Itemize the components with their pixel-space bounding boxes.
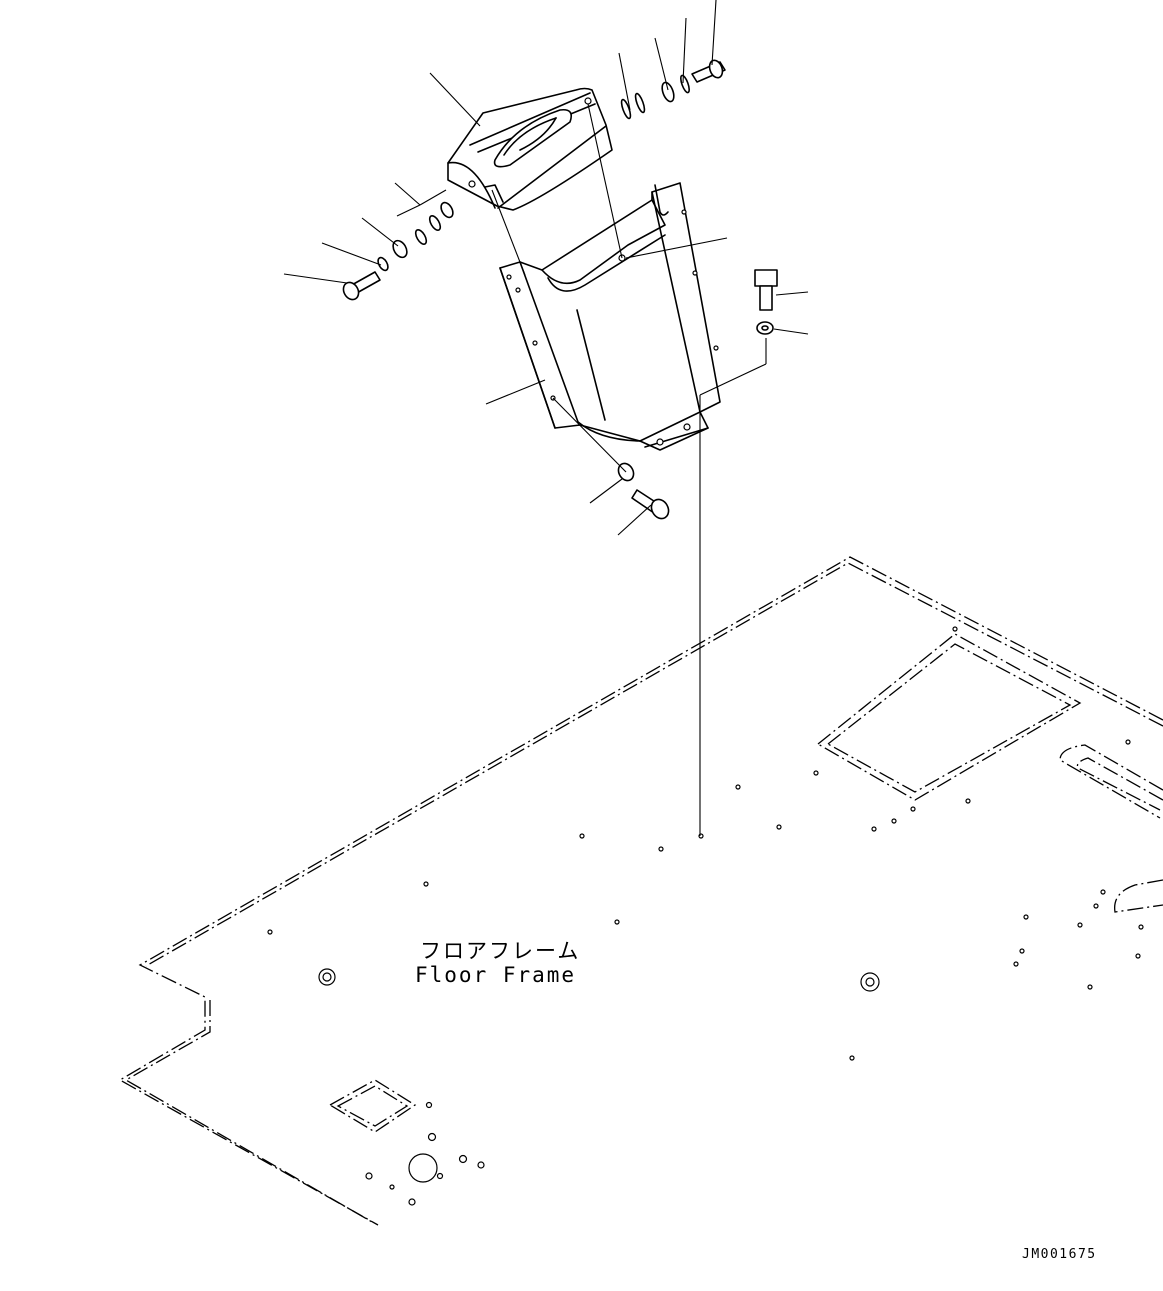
floor-holes [267, 626, 1144, 1206]
upper-cover [447, 87, 613, 211]
floor-slot [1059, 744, 1163, 819]
right-hardware [754, 269, 778, 335]
upper-right-hardware [620, 59, 726, 120]
duct-cover [499, 182, 721, 451]
floor-frame-label-jp: フロアフレーム [420, 939, 580, 963]
floor-opening [816, 633, 1082, 801]
leader-lines [283, 0, 809, 836]
floor-frame [118, 556, 1163, 1226]
floor-slot-small [1114, 879, 1163, 913]
floor-opening-lower [328, 1079, 417, 1133]
left-hardware [342, 201, 454, 301]
drawing-code: JM001675 [1022, 1247, 1097, 1262]
floor-frame-label-en: Floor Frame [415, 963, 576, 987]
